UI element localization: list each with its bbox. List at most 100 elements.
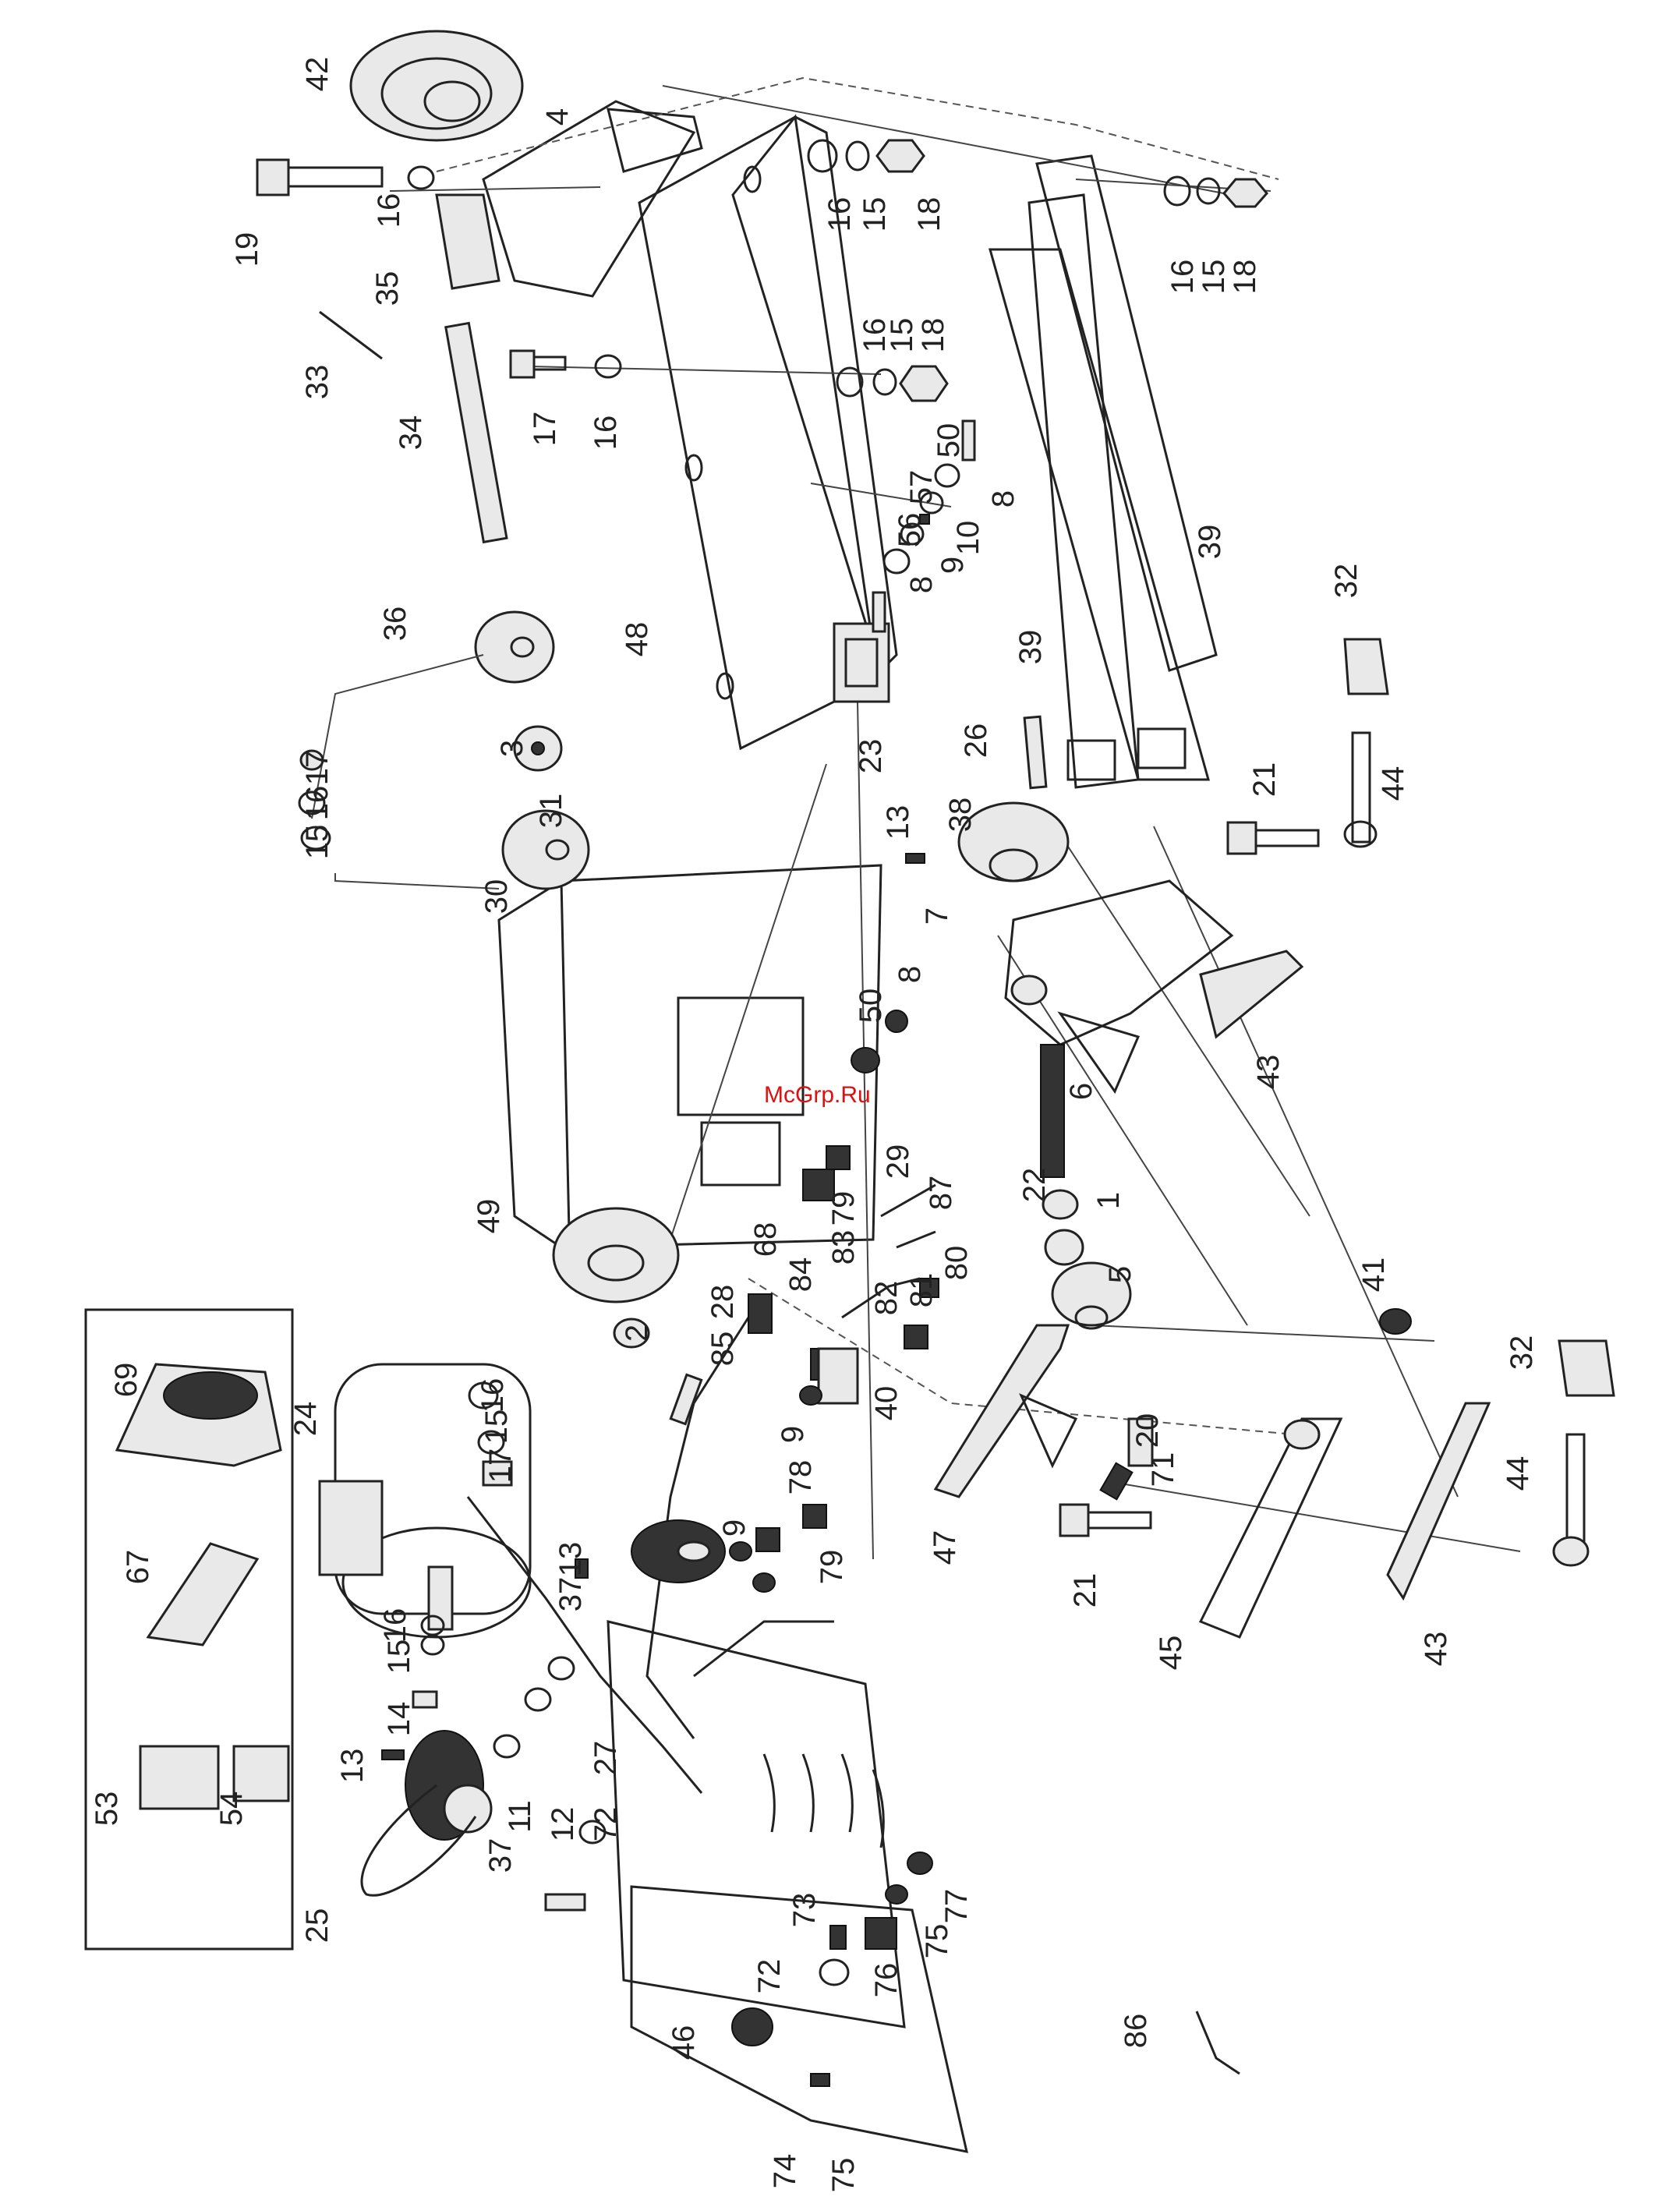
part-label-1: 1 [1091, 1192, 1126, 1209]
part-label-37: 37 [483, 1838, 518, 1873]
capacitor-53 [139, 1745, 220, 1810]
part-label-9: 9 [776, 1426, 810, 1443]
bolt-21-upper [1226, 821, 1320, 855]
part-label-47: 47 [928, 1530, 962, 1565]
part-label-14: 14 [382, 1702, 416, 1737]
screw-set-15-16-17 [298, 749, 331, 851]
part-label-80: 80 [939, 1246, 974, 1281]
part-label-79: 79 [826, 1191, 861, 1226]
part-label-30: 30 [479, 879, 514, 914]
bolt-17-washer-16 [509, 349, 622, 379]
part-label-16: 16 [1165, 260, 1200, 295]
nut-stack-rail-upper [807, 139, 925, 173]
part-label-24: 24 [288, 1402, 323, 1437]
part-label-72: 72 [589, 1807, 623, 1842]
part-label-56: 56 [893, 513, 927, 548]
part-label-29: 29 [881, 1144, 915, 1180]
cover-27 [607, 1620, 906, 2028]
part-label-79: 79 [815, 1550, 849, 1585]
part-label-77: 77 [939, 1889, 974, 1924]
disc-36 [474, 610, 555, 684]
part-label-85: 85 [706, 1332, 740, 1367]
cover-69 [115, 1363, 282, 1467]
nut-1 [1044, 1229, 1084, 1266]
part-label-75: 75 [920, 1924, 954, 1959]
switch-wiring-29-50-68-79 [802, 1010, 908, 1201]
part-label-81: 81 [904, 1273, 939, 1308]
part-label-17: 17 [528, 412, 562, 447]
knob-32-lower [1558, 1339, 1615, 1397]
part-label-16: 16 [589, 416, 623, 451]
part-label-15: 15 [479, 1409, 514, 1445]
motor-24 [318, 1363, 532, 1639]
part-label-10: 10 [951, 521, 985, 556]
part-label-4: 4 [540, 108, 575, 126]
knob-46-screw-74 [731, 2007, 830, 2087]
part-label-82: 82 [869, 1281, 904, 1316]
part-label-25: 25 [300, 1908, 334, 1944]
part-label-12: 12 [546, 1807, 580, 1842]
washer-2 [613, 1318, 650, 1349]
screw-13-pulley [575, 1558, 589, 1579]
part-label-26: 26 [959, 723, 993, 759]
part-label-8: 8 [986, 490, 1020, 508]
part-label-44: 44 [1501, 1456, 1535, 1491]
part-label-32: 32 [1329, 564, 1363, 599]
sleeve-35 [435, 193, 500, 290]
part-label-18: 18 [916, 318, 950, 353]
bed-rail-39-lower [1027, 154, 1218, 789]
plate-lower [630, 1885, 968, 2153]
bolt-19 [256, 158, 384, 196]
bearing-49 [552, 1207, 680, 1303]
part-label-16: 16 [858, 318, 892, 353]
nut-stack-rail-lower [1163, 175, 1268, 208]
part-label-8: 8 [904, 576, 939, 593]
part-label-18: 18 [1228, 260, 1262, 295]
part-label-22: 22 [1017, 1168, 1052, 1203]
watermark-text: McGrp.Ru [764, 1082, 871, 1108]
part-label-40: 40 [869, 1386, 904, 1421]
washer-16-headstock [407, 165, 435, 190]
part-label-21: 21 [1068, 1573, 1102, 1608]
part-label-16: 16 [822, 197, 857, 232]
part-label-15: 15 [858, 197, 892, 232]
part-label-33: 33 [300, 365, 334, 400]
part-label-37: 37 [554, 1577, 588, 1612]
part-label-76: 76 [869, 1963, 904, 1998]
knob-32-upper [1343, 638, 1389, 695]
switch-hardware-8-9-10-50-56-57 [872, 419, 976, 633]
belt-25 [360, 1784, 477, 1897]
part-label-39: 39 [1013, 630, 1048, 665]
switch-hardware-72-73-75-76-77 [819, 1852, 933, 1986]
lever-44-upper [1343, 731, 1378, 848]
tailstock-7 [1004, 879, 1234, 1095]
wiring-harness [466, 1496, 834, 1794]
part-label-48: 48 [620, 622, 654, 657]
part-label-32: 32 [1505, 1335, 1539, 1371]
disc-31 [501, 809, 590, 890]
part-label-18: 18 [912, 197, 946, 232]
switch-panel-9-78-79 [729, 1504, 827, 1593]
power-cord-28 [645, 1293, 773, 1739]
part-label-13: 13 [335, 1749, 370, 1784]
part-label-75: 75 [826, 2158, 861, 2193]
pulley-37-lower [405, 1730, 493, 1841]
part-label-73: 73 [787, 1893, 822, 1928]
part-label-46: 46 [667, 2025, 701, 2060]
part-label-13: 13 [554, 1542, 588, 1577]
pulley-37-upper [631, 1519, 726, 1583]
part-label-53: 53 [90, 1791, 124, 1827]
part-label-43: 43 [1251, 1055, 1286, 1090]
part-label-6: 6 [1064, 1083, 1098, 1100]
fuse-85 [669, 1373, 703, 1426]
part-label-39: 39 [1193, 525, 1227, 560]
tailstock-base-43-lower [1386, 1402, 1491, 1601]
accessory-inset [84, 1308, 294, 1951]
part-label-16: 16 [372, 193, 406, 228]
part-label-38: 38 [943, 798, 978, 833]
handle-41 [1379, 1308, 1412, 1335]
part-label-71: 71 [1146, 1452, 1180, 1487]
